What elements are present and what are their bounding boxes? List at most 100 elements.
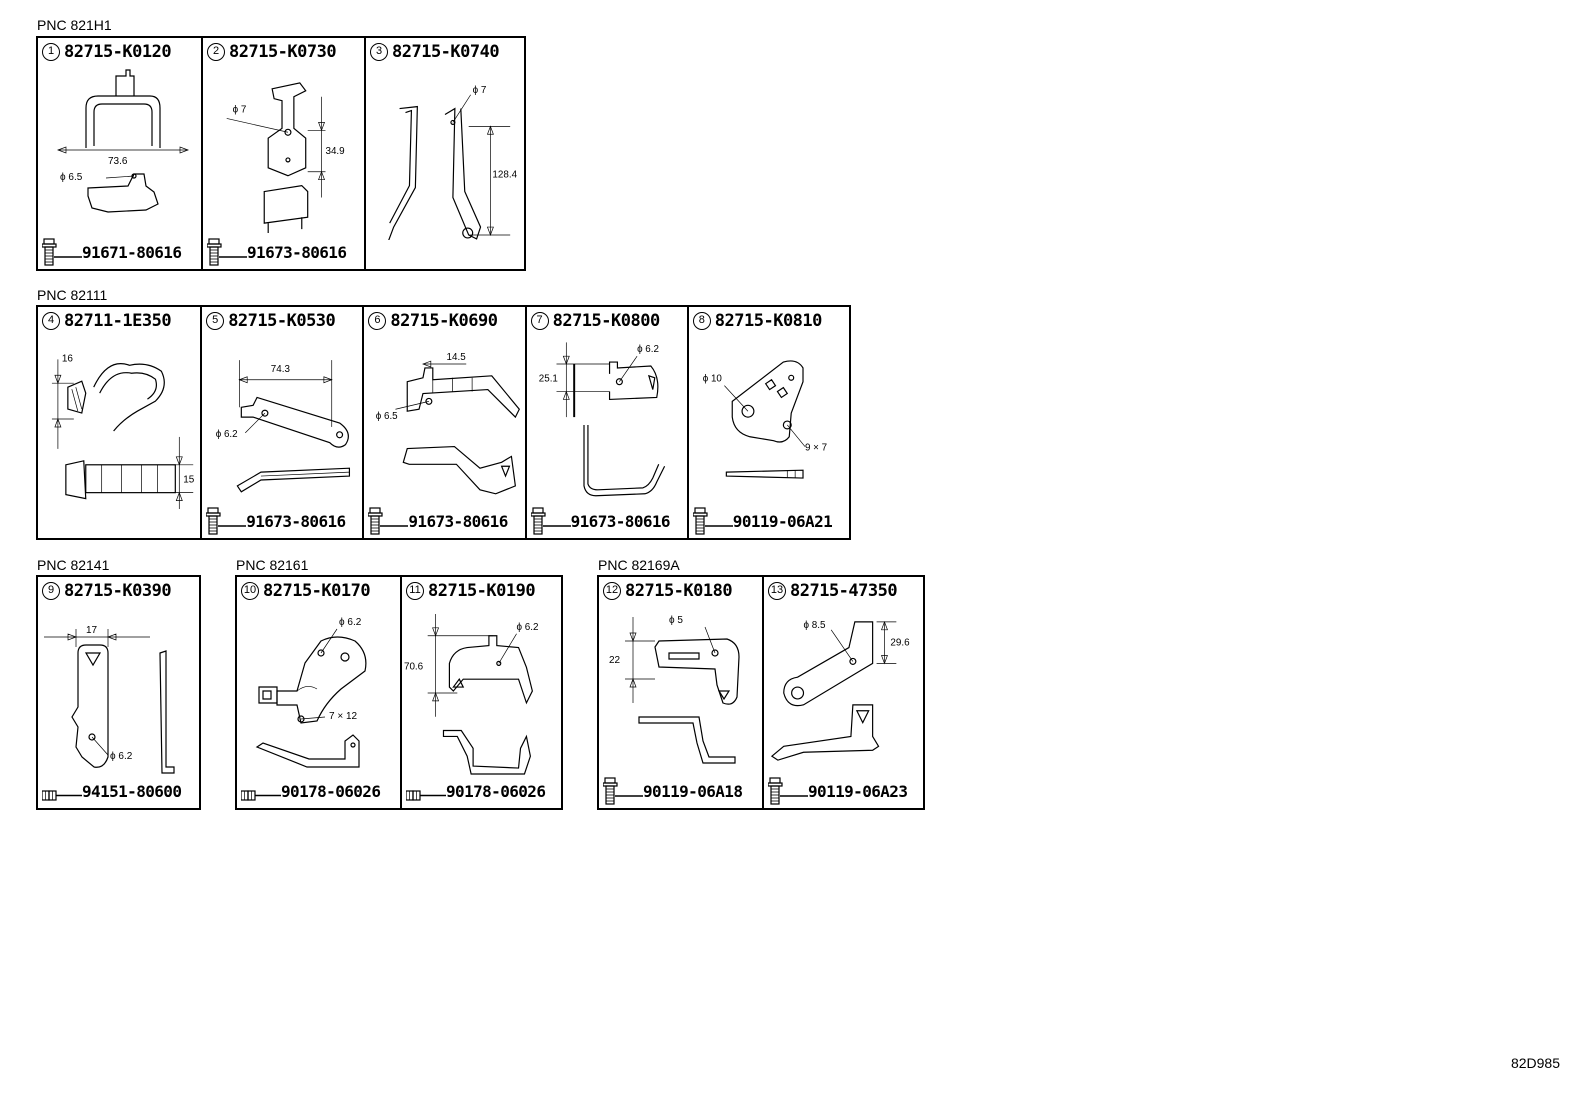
part-panel[interactable]: 12 82715-K0180 ϕ 5 22 90119-06A18 [599,577,762,808]
fastener-callout: 90178-06026 [406,777,546,805]
dimension-label: 29.6 [890,638,910,649]
item-number: 11 [406,582,424,600]
part-panel[interactable]: 5 82715-K0530 74.3 ϕ 6.2 91673-80616 [200,307,362,538]
bolt-icon [603,777,643,805]
fastener-callout: 94151-80600 [42,777,182,805]
part-panel[interactable]: 13 82715-47350 ϕ 8.5 29.6 90119-06A23 [762,577,923,808]
panel-header: 7 82715-K0800 [530,311,661,331]
bracket-drawing: ϕ 7 128.4 [388,85,518,240]
panel-header: 3 82715-K0740 [370,42,500,62]
bolt-icon [207,238,247,266]
item-number: 12 [603,582,621,600]
fastener-part-number: 91673-80616 [246,511,346,531]
fastener-part-number: 94151-80600 [82,781,182,801]
part-panel[interactable]: 3 82715-K0740 ϕ 7 128.4 [364,38,524,269]
nut-icon [42,777,82,805]
panel-header: 12 82715-K0180 [603,581,733,601]
fastener-part-number: 91671-80616 [82,242,182,262]
panel-header: 5 82715-K0530 [206,311,336,331]
item-number: 5 [206,312,225,330]
pnc-label: PNC 821H1 [37,17,112,33]
part-panel[interactable]: 1 82715-K0120 73.6 ϕ 6.5 91671-80616 [38,38,201,269]
part-panel[interactable]: 9 82715-K0390 17 ϕ 6.2 94151-80600 [38,577,199,808]
item-number: 6 [368,312,387,330]
part-number: 82715-K0740 [392,42,500,62]
bracket-drawing: ϕ 6.2 70.6 [404,613,539,775]
part-number: 82715-K0800 [552,311,661,331]
part-panel[interactable]: 4 82711-1E350 16 15 [38,307,200,538]
dimension-label: ϕ 7 [473,85,487,96]
dimension-label: 34.9 [325,146,345,157]
part-panel[interactable]: 11 82715-K0190 ϕ 6.2 70.6 90178-06026 [400,577,561,808]
item-number: 2 [207,43,225,61]
item-number: 8 [692,312,711,330]
fastener-callout: 90119-06A23 [768,777,908,805]
dimension-label: ϕ 8.5 [804,620,826,631]
part-number: 82715-K0730 [229,42,337,62]
item-number: 1 [42,43,60,61]
part-number: 82715-K0530 [228,311,336,331]
dimension-label: 128.4 [492,170,517,181]
part-row: 12 82715-K0180 ϕ 5 22 90119-06A18 13 827… [597,575,925,810]
item-number: 4 [42,312,60,330]
part-number: 82715-K0390 [64,581,172,601]
bracket-drawing: ϕ 10 9 × 7 [703,360,827,479]
bracket-drawing: 17 ϕ 6.2 [44,625,175,774]
part-row: 10 82715-K0170 ϕ 6.2 7 × 12 90178-06026 … [235,575,563,810]
fastener-part-number: 91673-80616 [408,511,508,531]
fastener-callout: 91671-80616 [42,238,182,266]
dimension-label: ϕ 6.2 [110,751,133,762]
part-panel[interactable]: 7 82715-K0800 ϕ 6.2 25.1 91673-80616 [524,307,687,538]
panel-header: 13 82715-47350 [768,581,898,601]
panel-header: 6 82715-K0690 [368,311,498,331]
fastener-callout: 91673-80616 [206,507,346,535]
part-number: 82715-K0170 [263,581,371,601]
panel-header: 1 82715-K0120 [42,42,172,62]
fastener-part-number: 90178-06026 [446,781,546,801]
pnc-label: PNC 82141 [37,557,110,573]
part-panel[interactable]: 10 82715-K0170 ϕ 6.2 7 × 12 90178-06026 [237,577,400,808]
pnc-label: PNC 82111 [37,287,108,303]
pnc-label: PNC 82161 [236,557,309,573]
dimension-label: 14.5 [447,352,467,363]
bracket-drawing: 74.3 ϕ 6.2 [216,360,351,493]
panel-header: 11 82715-K0190 [406,581,536,601]
panel-header: 10 82715-K0170 [241,581,371,601]
dimension-label: ϕ 6.2 [517,622,539,633]
item-number: 13 [768,582,786,600]
panel-header: 4 82711-1E350 [42,311,172,331]
part-number: 82715-K0690 [390,311,498,331]
dimension-label: 15 [183,475,195,486]
part-number: 82715-K0190 [428,581,536,601]
dimension-label: ϕ 7 [233,105,247,116]
nut-icon [241,777,281,805]
part-panel[interactable]: 2 82715-K0730 ϕ 7 34.9 91673-80616 [201,38,364,269]
panel-header: 2 82715-K0730 [207,42,337,62]
fastener-callout: 90178-06026 [241,777,381,805]
fastener-part-number: 90178-06026 [281,781,381,801]
part-panel[interactable]: 6 82715-K0690 14.5 ϕ 6.5 91673-80616 [362,307,524,538]
dimension-label: 22 [609,655,621,666]
dimension-label: 17 [86,625,98,636]
panel-header: 9 82715-K0390 [42,581,172,601]
bolt-icon [368,507,408,535]
dimension-label: 74.3 [271,364,291,375]
part-row: 1 82715-K0120 73.6 ϕ 6.5 91671-80616 2 8… [36,36,526,271]
part-number: 82715-K0120 [64,42,172,62]
bolt-icon [42,238,82,266]
drawing-code: 82D985 [1510,1055,1560,1071]
bracket-drawing: ϕ 7 34.9 [226,82,345,234]
bracket-drawing: ϕ 6.2 7 × 12 [255,617,367,768]
pnc-label: PNC 82169A [598,557,680,573]
nut-icon [406,777,446,805]
dimension-label: 7 × 12 [329,711,358,722]
bracket-drawing: 16 15 [51,353,195,509]
part-number: 82715-K0810 [714,311,823,331]
fastener-part-number: 91673-80616 [570,511,671,531]
dimension-label: 25.1 [538,374,557,385]
fastener-callout: 90119-06A21 [693,507,833,535]
bracket-drawing: ϕ 8.5 29.6 [770,620,910,761]
fastener-callout: 91673-80616 [531,507,671,535]
part-panel[interactable]: 8 82715-K0810 ϕ 10 9 × 7 90119-06A21 [686,307,849,538]
dimension-label: 16 [62,353,74,364]
